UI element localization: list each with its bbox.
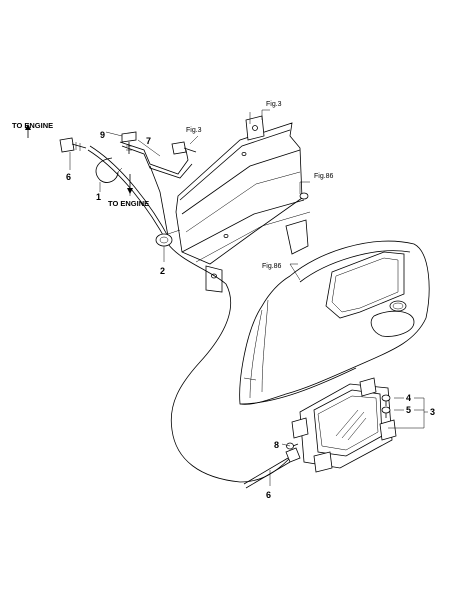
callout-6-lower: 6 (266, 490, 271, 500)
to-engine-label-left: TO ENGINE (12, 121, 53, 130)
dashboard-cover (239, 240, 430, 405)
callout-6-upper: 6 (66, 172, 71, 182)
to-engine-label-bottom: TO ENGINE (108, 199, 149, 208)
callout-9: 9 (100, 130, 105, 140)
bolt-part-9 (121, 131, 137, 154)
fig86-upper-ref: Fig.86 (314, 173, 334, 180)
screw-part-4 (381, 394, 391, 406)
callout-7: 7 (146, 136, 151, 146)
fig3-left-ref: Fig.3 (186, 127, 202, 134)
callout-4: 4 (406, 393, 411, 403)
leader-lines (69, 109, 428, 486)
callout-8: 8 (274, 440, 279, 450)
shift-cable (119, 141, 193, 237)
cable-end-fitting-lower (243, 447, 301, 489)
fig86-lower-ref: Fig.86 (262, 263, 282, 270)
upper-bracket-panel (175, 122, 311, 293)
arrow-to-engine-bottom (127, 174, 133, 194)
screw-part-5 (381, 406, 391, 418)
clamp-part-2 (155, 229, 181, 247)
bolt-fig3-left (171, 141, 197, 155)
callout-5: 5 (406, 405, 411, 415)
mount-plate (245, 112, 265, 141)
callout-1: 1 (96, 192, 101, 202)
arrow-to-engine-left (25, 124, 31, 138)
cable-end-fitting-upper (59, 137, 87, 153)
callout-3: 3 (430, 407, 435, 417)
snap-ring-part-1 (95, 157, 123, 183)
fig3-top-ref: Fig.3 (266, 101, 282, 108)
meter-assembly (291, 377, 397, 473)
callout-2: 2 (160, 266, 165, 276)
